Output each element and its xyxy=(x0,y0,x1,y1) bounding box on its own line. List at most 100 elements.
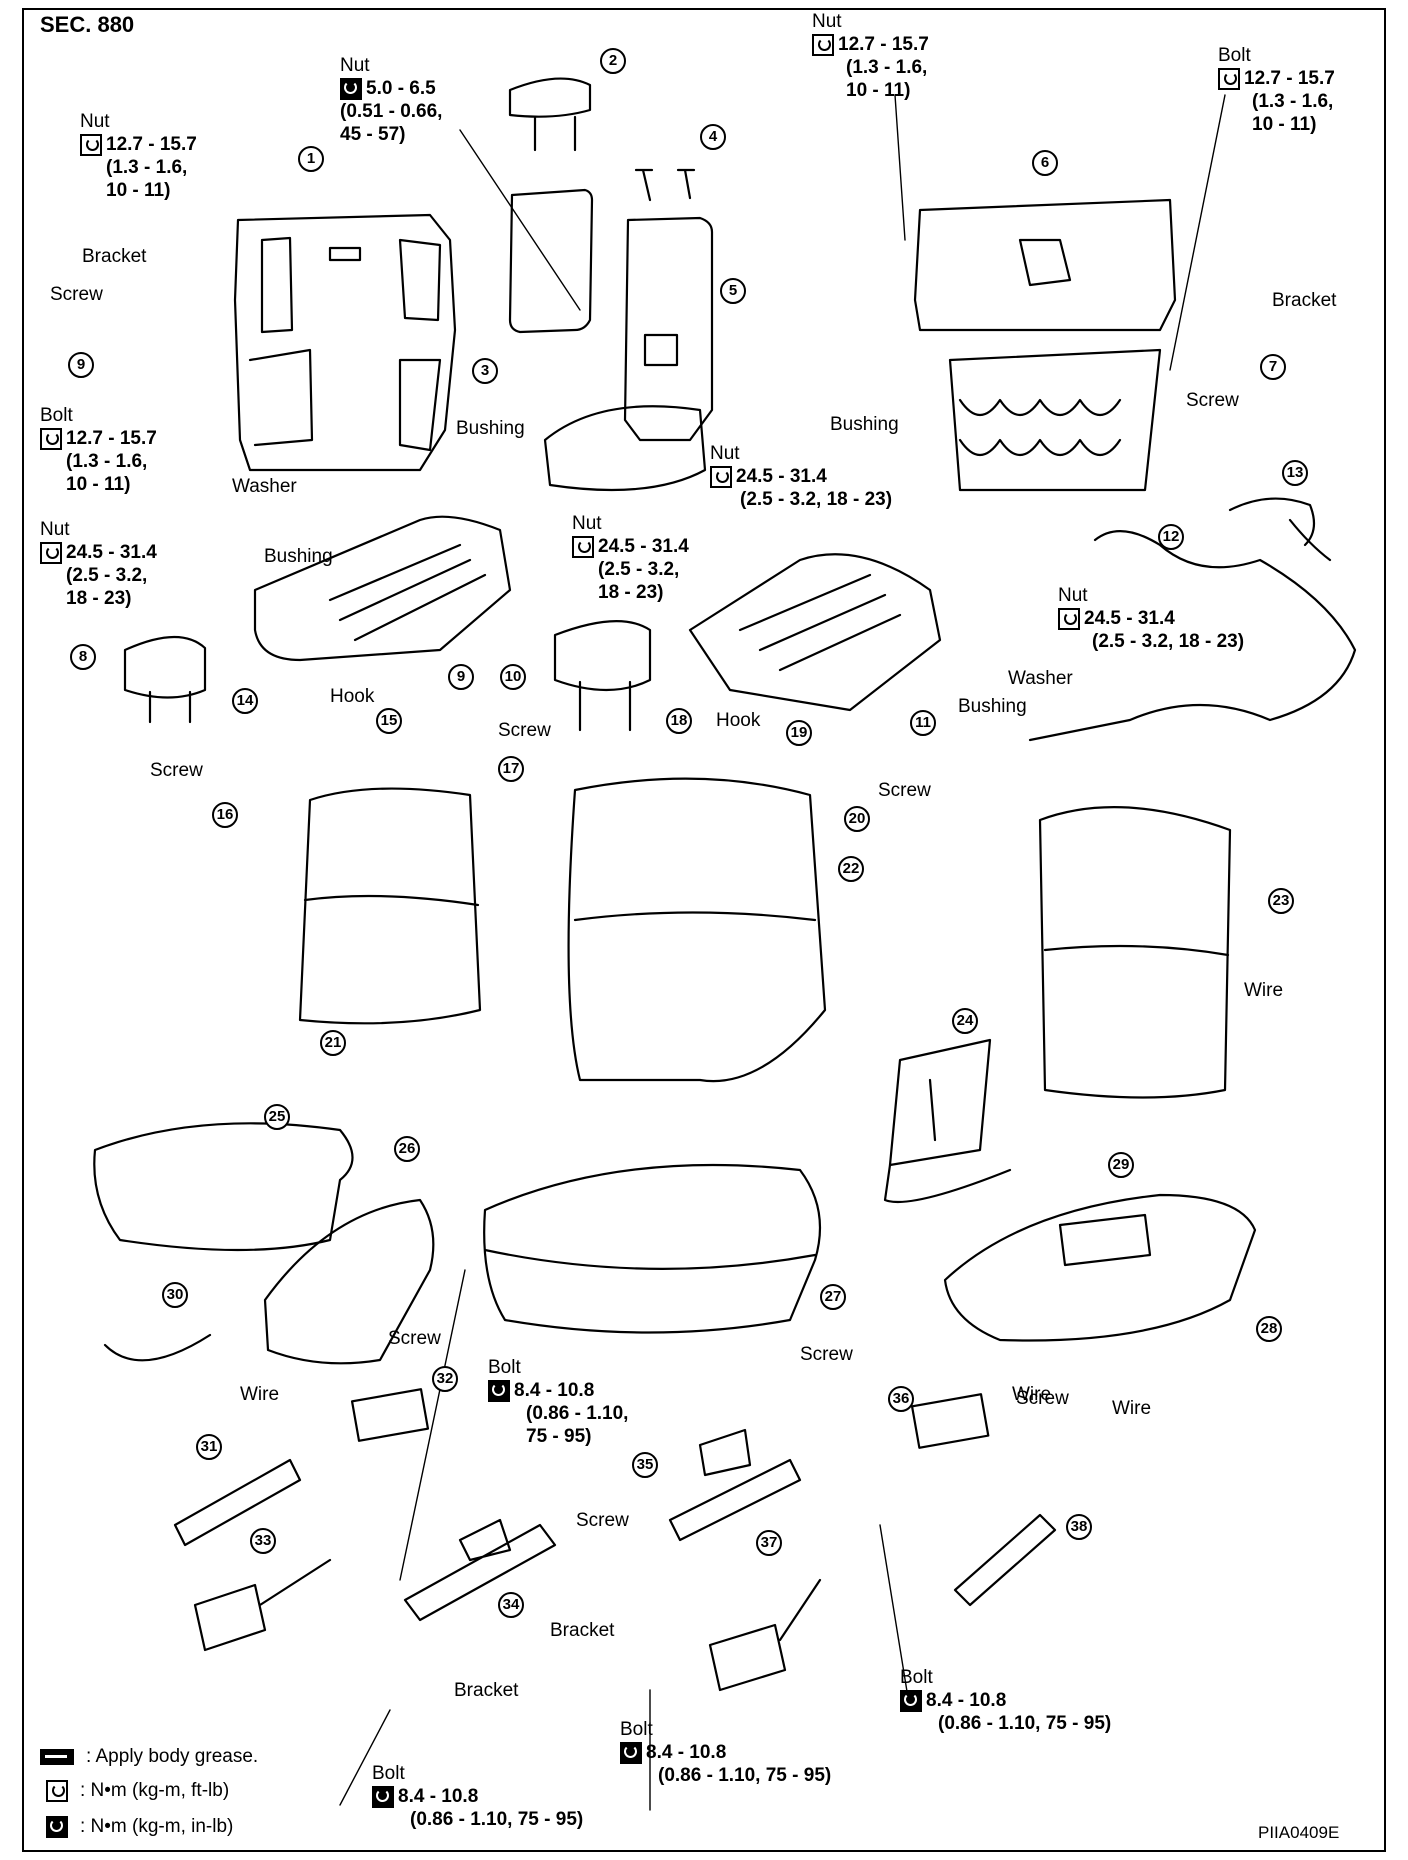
torque-spec-bolt-8-bottom-center: Bolt 8.4 - 10.8 (0.86 - 1.10, 75 - 95) xyxy=(620,1719,832,1786)
part-number-27: 27 xyxy=(820,1284,846,1310)
part-number-36: 36 xyxy=(888,1386,914,1412)
label-washer: Washer xyxy=(1008,668,1073,689)
heater-pad xyxy=(888,1038,992,1167)
part-number-10: 10 xyxy=(500,664,526,690)
label-screw: Screw xyxy=(498,720,551,741)
seat-cushion-center xyxy=(483,1163,822,1334)
part-number-24: 24 xyxy=(952,1008,978,1034)
torque-open-icon xyxy=(710,465,732,488)
seat-cushion-left-bottom xyxy=(93,1122,354,1252)
label-wire: Wire xyxy=(1112,1398,1152,1419)
torque-solid-icon xyxy=(620,1741,642,1764)
part-number-23: 23 xyxy=(1268,888,1294,914)
part-number-16: 16 xyxy=(212,802,238,828)
part-number-13: 13 xyxy=(1282,460,1308,486)
seat-cushion-right xyxy=(943,1193,1257,1342)
grease-icon xyxy=(40,1749,74,1765)
label-screw: Screw xyxy=(878,780,931,801)
seatback-frame-right xyxy=(913,198,1177,492)
torque-spec-nut-24-right: Nut 24.5 - 31.4 (2.5 - 3.2, 18 - 23) xyxy=(1058,585,1245,652)
console-armrest xyxy=(543,216,714,492)
pins xyxy=(634,168,696,202)
part-number-32: 32 xyxy=(432,1366,458,1392)
section-title: SEC. 880 xyxy=(40,12,135,37)
part-number-22: 22 xyxy=(838,856,864,882)
label-screw: Screw xyxy=(800,1344,853,1365)
torque-solid-icon xyxy=(340,77,362,100)
leader-lines xyxy=(339,94,1226,1811)
part-number-25: 25 xyxy=(264,1104,290,1130)
label-wire: Wire xyxy=(240,1384,280,1405)
part-number-19: 19 xyxy=(786,720,812,746)
part-number-12: 12 xyxy=(1158,524,1184,550)
small-harness xyxy=(1228,497,1332,562)
part-number-28: 28 xyxy=(1256,1316,1282,1342)
part-number-26: 26 xyxy=(394,1136,420,1162)
seat-frame-right xyxy=(688,553,942,712)
part-number-31: 31 xyxy=(196,1434,222,1460)
torque-open-icon xyxy=(40,427,62,450)
seatback-frame-left xyxy=(233,213,457,472)
torque-spec-bolt-8-center: Bolt 8.4 - 10.8 (0.86 - 1.10, 75 - 95) xyxy=(488,1357,629,1447)
part-number-8: 8 xyxy=(70,644,96,670)
torque-open-icon xyxy=(46,1780,68,1802)
legend-grease: : Apply body grease. xyxy=(40,1746,258,1768)
headrest-center xyxy=(553,620,652,732)
motor-33 xyxy=(193,1558,332,1652)
label-bushing: Bushing xyxy=(958,696,1027,717)
torque-spec-nut-5: Nut 5.0 - 6.5 (0.51 - 0.66, 45 - 57) xyxy=(340,55,443,145)
part-number-3: 3 xyxy=(472,358,498,384)
diagram-border xyxy=(22,8,1386,1852)
label-screw: Screw xyxy=(150,760,203,781)
label-screw: Screw xyxy=(576,1510,629,1531)
legend-torque-in-lb: : N•m (kg-m, in-lb) xyxy=(46,1816,233,1838)
part-number-5: 5 xyxy=(720,278,746,304)
part-number-34: 34 xyxy=(498,1592,524,1618)
seatback-cushion-right xyxy=(1038,806,1232,1099)
torque-spec-bolt-12-right: Bolt 12.7 - 15.7 (1.3 - 1.6, 10 - 11) xyxy=(1218,45,1335,135)
part-number-30: 30 xyxy=(162,1282,188,1308)
part-number-29: 29 xyxy=(1108,1152,1134,1178)
label-bracket: Bracket xyxy=(454,1680,519,1701)
label-hook: Hook xyxy=(716,710,761,731)
label-bracket: Bracket xyxy=(550,1620,615,1641)
part-number-17: 17 xyxy=(498,756,524,782)
torque-solid-icon xyxy=(488,1379,510,1402)
part-number-2: 2 xyxy=(600,48,626,74)
torque-spec-bolt-12-left: Bolt 12.7 - 15.7 (1.3 - 1.6, 10 - 11) xyxy=(40,405,157,495)
seat-frame-left xyxy=(253,515,512,662)
figure-id: PIIA0409E xyxy=(1258,1823,1340,1842)
torque-spec-bolt-8-bottom-left: Bolt 8.4 - 10.8 (0.86 - 1.10, 75 - 95) xyxy=(372,1763,584,1830)
label-screw: Screw xyxy=(388,1328,441,1349)
label-wire: Wire xyxy=(1244,980,1284,1001)
label-screw: Screw xyxy=(1016,1388,1069,1409)
headrest-left xyxy=(123,635,207,724)
back-panel xyxy=(508,188,594,334)
seatback-cushion-left xyxy=(298,787,482,1025)
part-number-20: 20 xyxy=(844,806,870,832)
part-number-4: 4 xyxy=(700,124,726,150)
seatback-cushion-center xyxy=(567,777,827,1083)
part-number-9: 9 xyxy=(68,352,94,378)
seat-pad-left xyxy=(263,1198,435,1365)
label-bracket: Bracket xyxy=(82,246,147,267)
torque-open-icon xyxy=(1218,67,1240,90)
label-washer: Washer xyxy=(232,476,297,497)
rail-38 xyxy=(953,1513,1057,1607)
torque-spec-nut-24-center: Nut 24.5 - 31.4 (2.5 - 3.2, 18 - 23) xyxy=(572,513,689,603)
label-bushing: Bushing xyxy=(264,546,333,567)
label-hook: Hook xyxy=(330,686,375,707)
label-screw: Screw xyxy=(50,284,103,305)
label-screw: Screw xyxy=(1186,390,1239,411)
rail-34 xyxy=(403,1518,557,1622)
torque-solid-icon xyxy=(372,1785,394,1808)
label-bushing: Bushing xyxy=(456,418,525,439)
torque-open-icon xyxy=(1058,607,1080,630)
part-number-6: 6 xyxy=(1032,150,1058,176)
torque-spec-nut-24-right-frame: Nut 24.5 - 31.4 (2.5 - 3.2, 18 - 23) xyxy=(710,443,893,510)
label-wire: Wire xyxy=(1012,1384,1052,1405)
wire-harness xyxy=(1028,530,1357,742)
torque-spec-nut-24-left: Nut 24.5 - 31.4 (2.5 - 3.2, 18 - 23) xyxy=(40,519,157,609)
part-number-7: 7 xyxy=(1260,354,1286,380)
